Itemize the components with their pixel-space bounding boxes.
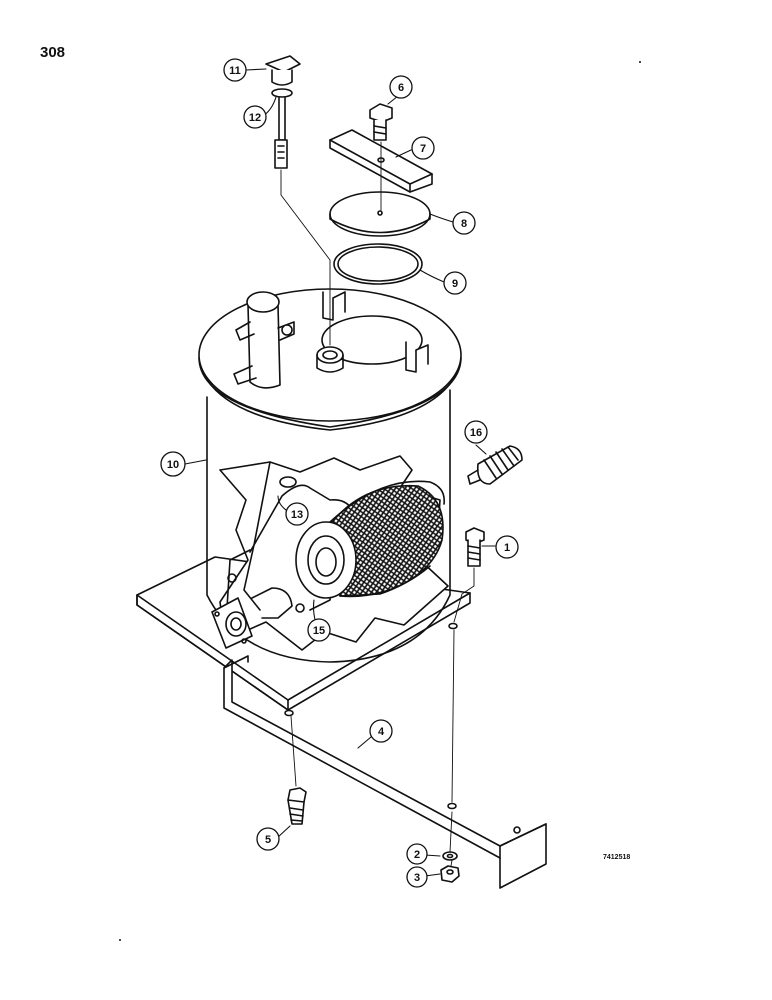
hex-nut bbox=[440, 865, 460, 883]
callout-4: 4 bbox=[369, 719, 393, 743]
filter-element bbox=[295, 480, 446, 599]
callout-5: 5 bbox=[256, 827, 280, 851]
svg-text:12: 12 bbox=[249, 112, 261, 124]
svg-text:3: 3 bbox=[414, 872, 420, 884]
callout-7: 7 bbox=[411, 136, 435, 160]
callout-11: 11 bbox=[223, 58, 247, 82]
dipstick bbox=[265, 55, 301, 169]
lock-washer bbox=[442, 851, 458, 861]
support-bracket bbox=[223, 655, 547, 889]
page-number: 308 bbox=[40, 44, 66, 61]
svg-text:8: 8 bbox=[461, 218, 467, 230]
callout-1: 1 bbox=[495, 535, 519, 559]
svg-text:2: 2 bbox=[414, 849, 420, 861]
svg-text:16: 16 bbox=[470, 427, 482, 439]
svg-text:15: 15 bbox=[313, 625, 325, 637]
svg-text:11: 11 bbox=[229, 65, 241, 77]
svg-text:9: 9 bbox=[452, 278, 458, 290]
svg-text:10: 10 bbox=[167, 459, 179, 471]
callout-16: 16 bbox=[464, 420, 488, 444]
callout-9: 9 bbox=[443, 271, 467, 295]
assembly-lines bbox=[280, 141, 475, 867]
drain-plug bbox=[287, 787, 307, 825]
callout-6: 6 bbox=[389, 75, 413, 99]
svg-text:4: 4 bbox=[378, 726, 385, 738]
breather bbox=[467, 445, 523, 485]
cover-plate bbox=[329, 191, 431, 237]
bolt-1 bbox=[465, 527, 485, 567]
drawing-number: 7412518 bbox=[603, 854, 631, 861]
callout-3: 3 bbox=[406, 866, 428, 888]
svg-text:6: 6 bbox=[398, 82, 404, 94]
callout-10: 10 bbox=[160, 451, 186, 477]
svg-text:5: 5 bbox=[265, 834, 271, 846]
callout-2: 2 bbox=[406, 843, 428, 865]
svg-text:7: 7 bbox=[420, 143, 426, 155]
callout-8: 8 bbox=[452, 211, 476, 235]
svg-text:13: 13 bbox=[291, 509, 303, 521]
callout-15: 15 bbox=[307, 618, 331, 642]
callout-12: 12 bbox=[243, 105, 267, 129]
gasket bbox=[333, 243, 423, 285]
svg-text:1: 1 bbox=[504, 542, 510, 554]
callout-13: 13 bbox=[285, 502, 309, 526]
callouts: 11 12 6 7 8 9 bbox=[160, 58, 519, 888]
cap-screw-6 bbox=[369, 103, 393, 141]
